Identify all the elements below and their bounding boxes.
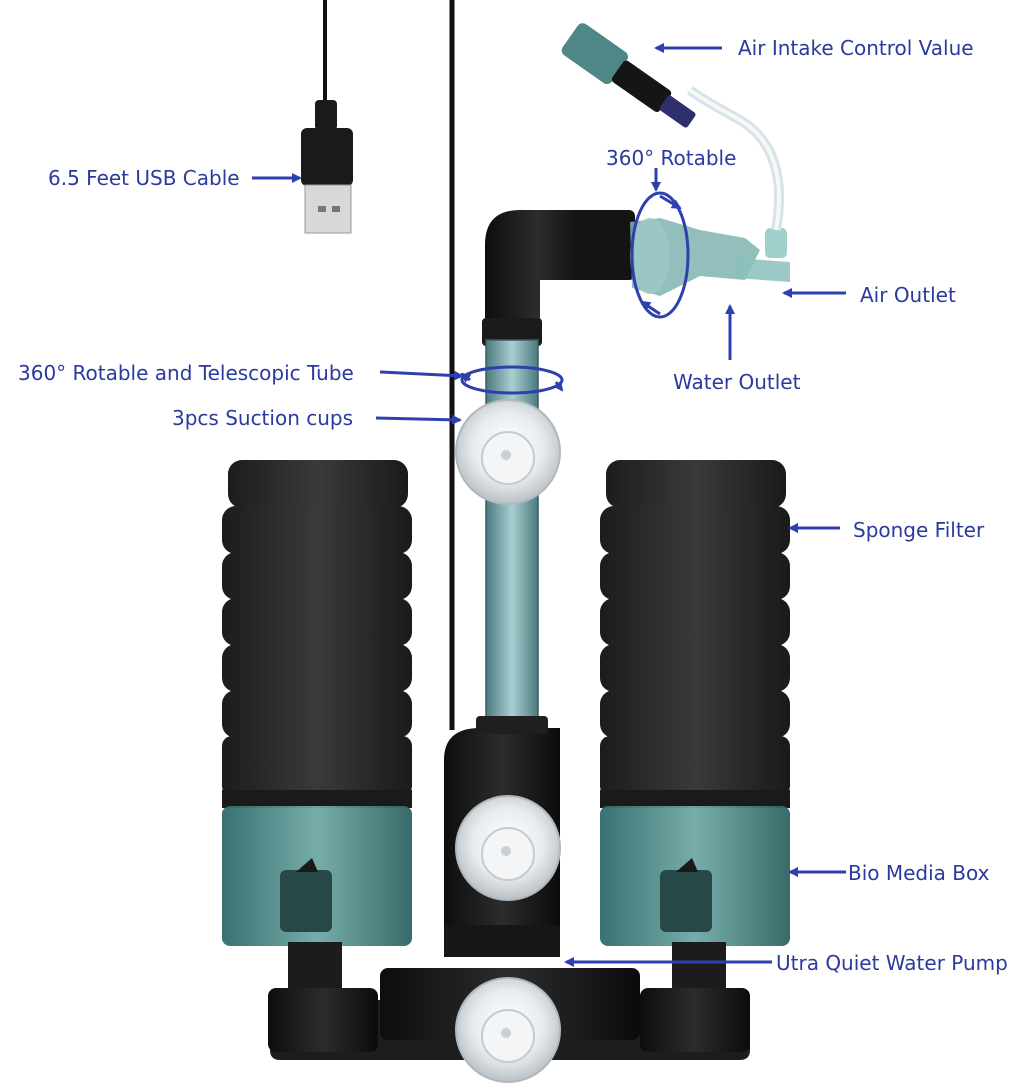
label-360-rotable: 360° Rotable bbox=[606, 146, 737, 170]
suction-cup-bottom bbox=[455, 977, 561, 1083]
callout-arrows bbox=[252, 43, 846, 967]
label-usb-cable: 6.5 Feet USB Cable bbox=[48, 166, 240, 190]
usb-cable bbox=[301, 0, 455, 730]
left-sponge bbox=[222, 460, 412, 796]
elbow-outlet bbox=[482, 23, 790, 346]
left-bio-box bbox=[222, 790, 412, 946]
suction-cup-middle bbox=[455, 795, 561, 901]
label-water-outlet: Water Outlet bbox=[673, 370, 801, 394]
right-bio-box bbox=[600, 790, 790, 946]
rotation-ring-nozzle bbox=[630, 168, 690, 319]
label-bio-media-box: Bio Media Box bbox=[848, 861, 990, 885]
label-sponge-filter: Sponge Filter bbox=[853, 518, 985, 542]
label-telescopic-tube: 360° Rotable and Telescopic Tube bbox=[18, 361, 354, 385]
label-air-outlet: Air Outlet bbox=[860, 283, 956, 307]
suction-cup-top bbox=[455, 399, 561, 505]
right-sponge bbox=[600, 460, 790, 796]
label-water-pump: Utra Quiet Water Pump bbox=[776, 951, 1008, 975]
label-air-intake-control-value: Air Intake Control Value bbox=[738, 36, 974, 60]
label-suction-cups: 3pcs Suction cups bbox=[172, 406, 354, 430]
